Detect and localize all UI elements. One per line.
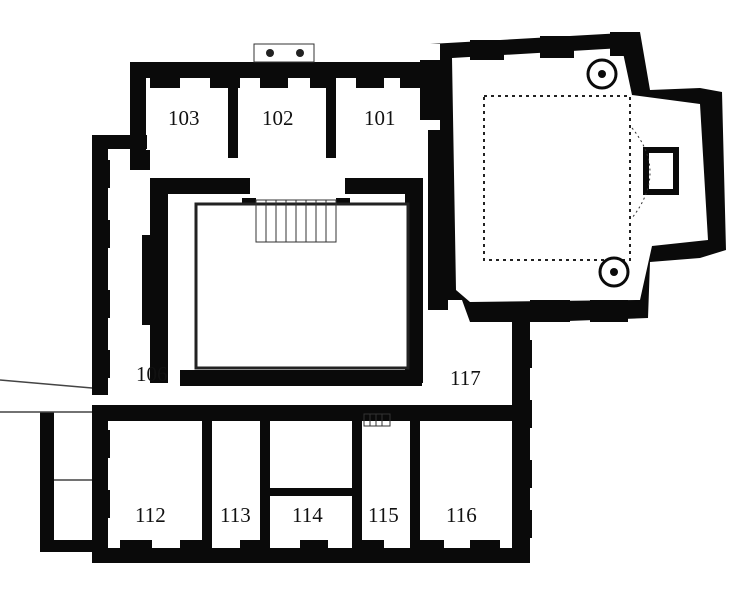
apse-arc: [631, 127, 651, 219]
chapel-colonnade: [483, 95, 631, 261]
spiral-stair-north: [586, 58, 618, 90]
room-label-116: 116: [446, 503, 477, 527]
room-label-114: 114: [292, 503, 323, 527]
room-label-117: 117: [450, 366, 481, 390]
small-stair: [363, 413, 391, 427]
room-label-113: 113: [220, 503, 251, 527]
courtyard: [194, 202, 410, 370]
room-label-106: 106: [136, 362, 168, 386]
room-label-101: 101: [364, 106, 396, 130]
room-labels: 103 102 101 106 117 112 113 114 115 116: [135, 106, 481, 527]
altar: [643, 147, 679, 195]
stair: [255, 199, 337, 243]
room-label-115: 115: [368, 503, 399, 527]
room-label-112: 112: [135, 503, 166, 527]
spiral-stair-south: [598, 256, 630, 288]
annex-lines: [0, 379, 93, 481]
room-label-102: 102: [262, 106, 294, 130]
stove-symbol: [253, 43, 315, 63]
chapel-interior: [452, 48, 708, 302]
interior-partitions: [92, 78, 512, 548]
wall-piers: [92, 32, 640, 554]
room-label-103: 103: [168, 106, 200, 130]
